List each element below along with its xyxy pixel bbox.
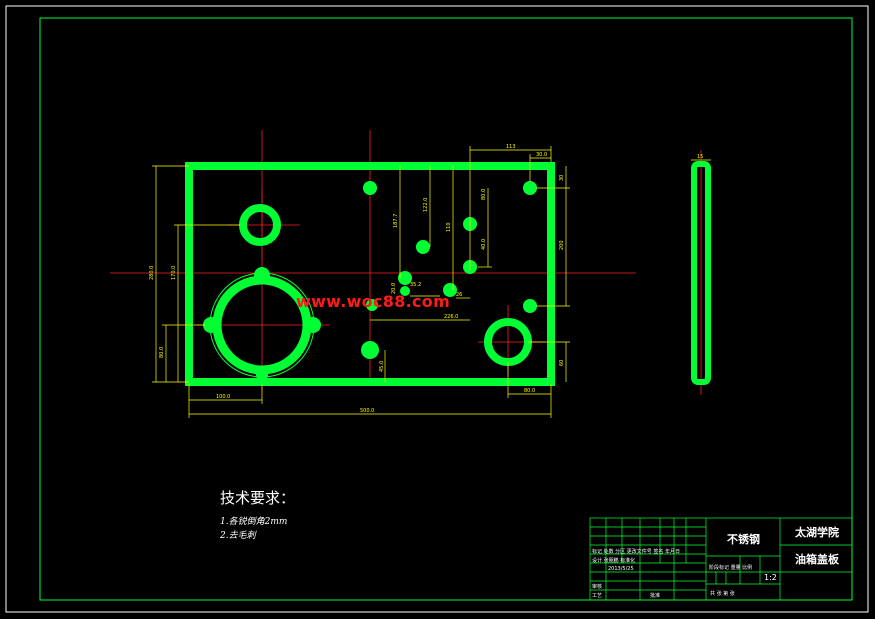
title-block-row3: 审核	[592, 584, 603, 590]
title-block-row2: 设计 张朋鹏 标准化	[592, 558, 636, 564]
small-hole-2	[523, 181, 537, 195]
small-hole-9	[366, 299, 378, 311]
outer-border	[5, 5, 869, 613]
dim-width: 500.0	[360, 408, 374, 414]
notes-title: 技术要求：	[220, 489, 296, 507]
hole-top-left	[239, 204, 281, 246]
dim-height: 280.0	[149, 266, 155, 280]
dim-187: 187.7	[393, 214, 399, 228]
side-view-plate	[691, 161, 711, 385]
dim-right-hole-x: 80.0	[524, 388, 535, 394]
dim-170: 170.0	[171, 266, 177, 280]
title-block	[589, 517, 853, 601]
big-hole-bottom-bolt	[256, 369, 268, 381]
dim-40: 40.0	[481, 239, 487, 250]
dim-26: 26	[456, 292, 462, 298]
dim-60: 60	[559, 360, 565, 366]
title-block-school: 太湖学院	[795, 526, 839, 539]
plate-outline	[185, 162, 555, 386]
title-block-sheets: 共 张 第 张	[710, 591, 735, 597]
title-block-stage: 阶段标记 重量 比例	[709, 565, 753, 571]
dimension-lines	[152, 146, 711, 418]
title-block-part-name: 油箱盖板	[795, 553, 839, 566]
dim-left-hole-x: 100.0	[216, 394, 230, 400]
dim-45: 45.0	[379, 361, 385, 372]
title-block-scale: 1:2	[764, 573, 777, 582]
dim-30-top: 30.0	[536, 152, 547, 158]
big-hole-top-bolt	[254, 267, 270, 283]
big-hole-right-bolt	[305, 317, 321, 333]
small-holes	[361, 181, 537, 359]
dim-122: 122.0	[423, 198, 429, 212]
dim-30-right: 30	[559, 175, 565, 181]
small-hole-11	[361, 341, 379, 359]
dim-35: 35.2	[410, 282, 421, 288]
small-hole-7	[400, 286, 410, 296]
dim-200: 200	[559, 240, 565, 250]
big-hole-left-bolt	[203, 317, 219, 333]
dim-226: 226.0	[444, 314, 458, 320]
small-hole-6	[398, 271, 412, 285]
small-hole-3	[416, 240, 430, 254]
title-block-date: 2013/5/25	[608, 566, 634, 572]
title-block-material: 不锈钢	[727, 533, 760, 546]
dim-110: 110	[446, 222, 452, 232]
dim-80-left: 80.0	[159, 347, 165, 358]
small-hole-10	[523, 299, 537, 313]
title-block-row5: 批准	[650, 593, 661, 599]
dim-113: 113	[506, 144, 516, 150]
note-item-1: 1.各锐倒角2mm	[220, 517, 288, 527]
small-hole-1	[363, 181, 377, 195]
title-block-row4: 工艺	[592, 593, 603, 599]
dim-20: 20.0	[391, 283, 397, 294]
dim-80: 80.0	[481, 189, 487, 200]
inner-frame	[39, 17, 853, 601]
dimension-texts: 500.0 100.0 80.0 280.0 170.0 80.0 113 30…	[149, 144, 703, 414]
watermark-text: www.woc88.com	[296, 292, 451, 311]
small-hole-8	[443, 283, 457, 297]
note-item-2: 2.去毛刺	[220, 531, 256, 541]
dim-side-thk: 15	[697, 154, 703, 160]
title-block-row1: 标记 处数 分区 更改文件号 签名 年月日	[592, 549, 680, 555]
